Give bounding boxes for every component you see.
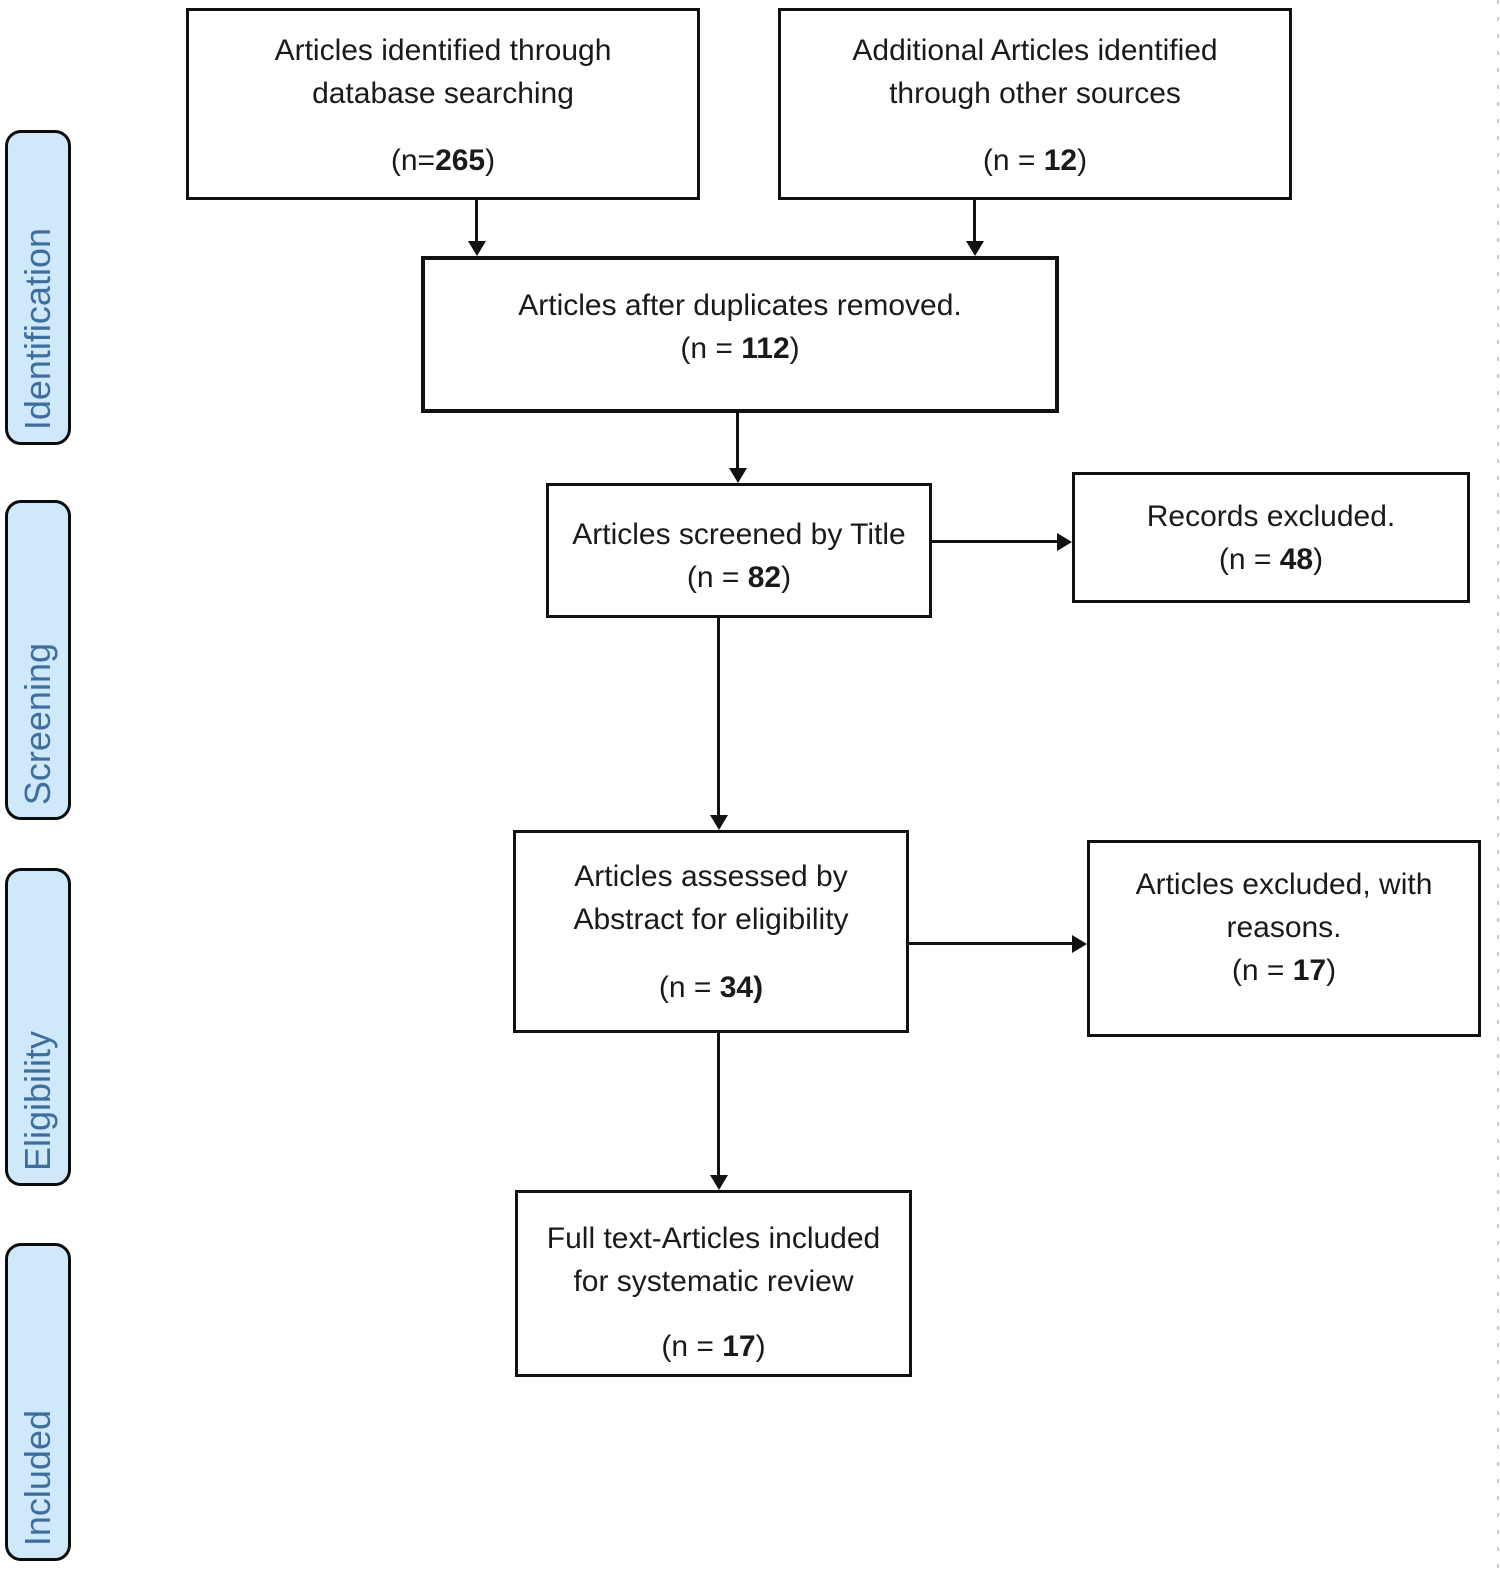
box-text-line: Articles assessed by	[574, 860, 848, 893]
box-text-line: for systematic review	[573, 1265, 854, 1298]
arrow-abstract-to-articles-excluded	[909, 942, 1072, 945]
box-text-line: through other sources	[889, 77, 1181, 110]
page-edge-dots	[1497, 0, 1499, 1576]
flow-box-articles-excluded: Articles excluded, with reasons. (n = 17…	[1087, 840, 1481, 1037]
count-suffix: )	[485, 144, 496, 177]
count-suffix: )	[1077, 144, 1088, 177]
stage-included: Included	[5, 1243, 71, 1561]
box-text-line: reasons.	[1226, 911, 1342, 944]
arrow-title-screen-to-abstract	[717, 618, 720, 815]
count-value: 17	[1292, 954, 1327, 987]
count-value: 112	[741, 332, 790, 365]
count-line: (n = 34)	[516, 966, 906, 1009]
box-text-line: Articles identified through	[274, 34, 612, 67]
box-text-line: Articles after duplicates removed.	[518, 289, 962, 322]
stage-screening: Screening	[5, 500, 71, 820]
count-prefix: (n =	[680, 332, 742, 365]
count-prefix: (n =	[982, 144, 1044, 177]
count-value: 82	[747, 561, 782, 594]
flow-box-records-excluded: Records excluded. (n = 48)	[1072, 472, 1470, 603]
count-prefix: (n =	[1231, 954, 1293, 987]
box-text-line: Articles excluded, with	[1135, 868, 1433, 901]
flow-box-other-sources: Additional Articles identified through o…	[778, 8, 1292, 200]
flow-box-duplicates-removed: Articles after duplicates removed. (n = …	[421, 256, 1059, 413]
stage-screening-label: Screening	[17, 642, 58, 805]
count-value: 17	[722, 1330, 756, 1363]
box-text-line: Articles screened by Title	[572, 518, 906, 551]
count-prefix: (n =	[658, 971, 720, 1004]
count-line: (n = 12)	[781, 139, 1289, 182]
count-line: (n = 17)	[518, 1325, 909, 1368]
flow-box-database-search: Articles identified through database sea…	[186, 8, 700, 200]
count-line: (n = 82)	[549, 556, 929, 599]
arrow-database-to-dedup	[475, 200, 478, 241]
stage-eligibility-label: Eligibility	[17, 1030, 58, 1171]
flow-box-abstract-assessed: Articles assessed by Abstract for eligib…	[513, 830, 909, 1033]
flow-box-full-text-included: Full text-Articles included for systemat…	[515, 1190, 912, 1377]
box-text-line: Full text-Articles included	[546, 1222, 881, 1255]
box-text-line: Additional Articles identified	[852, 34, 1218, 67]
stage-eligibility: Eligibility	[5, 868, 71, 1186]
count-suffix: )	[755, 1330, 766, 1363]
stage-identification: Identification	[5, 130, 71, 445]
count-line: (n = 48)	[1075, 538, 1467, 581]
box-text-line: database searching	[312, 77, 574, 110]
count-prefix: (n =	[686, 561, 748, 594]
count-line: (n=265)	[189, 139, 697, 182]
box-text-line: Records excluded.	[1146, 500, 1396, 533]
flow-box-title-screened: Articles screened by Title (n = 82)	[546, 483, 932, 618]
count-suffix: )	[781, 561, 792, 594]
count-prefix: (n=	[390, 144, 436, 177]
box-text-line: Abstract for eligibility	[573, 903, 849, 936]
stage-identification-label: Identification	[17, 227, 58, 430]
count-suffix: )	[789, 332, 800, 365]
stage-included-label: Included	[17, 1409, 58, 1546]
count-suffix: )	[1326, 954, 1337, 987]
count-value: 34)	[719, 971, 764, 1004]
count-prefix: (n =	[1218, 543, 1280, 576]
count-prefix: (n =	[661, 1330, 723, 1363]
arrow-other-sources-to-dedup	[973, 200, 976, 241]
arrow-abstract-to-full-text	[717, 1033, 720, 1175]
count-suffix: )	[1313, 543, 1324, 576]
count-value: 12	[1043, 144, 1078, 177]
count-line: (n = 17)	[1090, 949, 1478, 992]
arrow-dedup-to-title-screen	[736, 413, 739, 468]
count-value: 265	[435, 144, 486, 177]
count-value: 48	[1279, 543, 1314, 576]
count-line: (n = 112)	[425, 327, 1055, 370]
arrow-title-screen-to-records-excluded	[932, 540, 1057, 543]
